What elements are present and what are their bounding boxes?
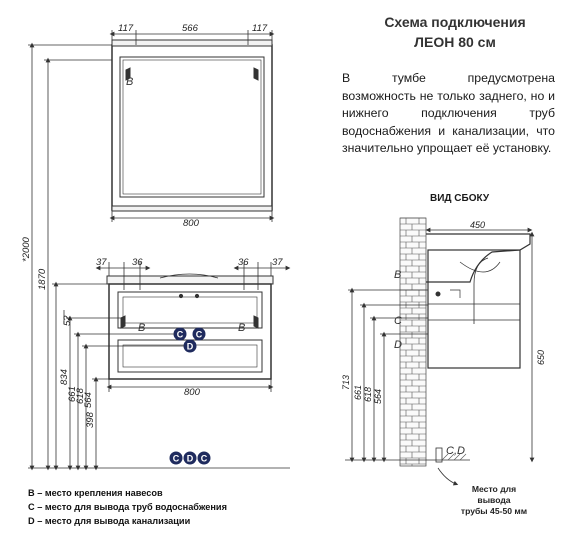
mirror-dim-right: 117 xyxy=(252,23,268,34)
height-834: 834 xyxy=(59,369,70,385)
side-marker-cd: C,D xyxy=(446,445,465,457)
brick-pattern xyxy=(400,217,426,466)
cabinet-hanger-right xyxy=(253,315,259,329)
mirror-dim-width: 800 xyxy=(183,218,200,229)
height-661: 661 xyxy=(67,386,78,402)
side-marker-c: C xyxy=(394,315,402,327)
height-564: 564 xyxy=(83,392,94,408)
mirror-dim-left: 117 xyxy=(118,23,134,34)
marker-c-left-label: C xyxy=(177,330,184,340)
cabinet-marker-b-right: B xyxy=(238,322,245,334)
side-marker-b: B xyxy=(394,269,401,281)
mirror-dim-center: 566 xyxy=(182,23,199,34)
cabinet-body xyxy=(108,283,272,380)
legend-b: B – место крепления навесов xyxy=(28,488,163,498)
washbasin-top xyxy=(106,275,274,285)
side-marker-d: D xyxy=(394,339,402,351)
mirror-inner-frame xyxy=(119,56,265,198)
cabinet-connection-markers: C C D xyxy=(173,327,206,353)
side-dim-564: 564 xyxy=(373,389,383,404)
floor-pipe-outlet xyxy=(435,447,459,486)
marker-c-right-label: C xyxy=(196,330,203,340)
floor-marker-c: C xyxy=(173,454,180,464)
side-height-dimensions xyxy=(348,227,535,463)
scheme-title: Схема подключения xyxy=(384,14,526,30)
note-line-3: трубы 45-50 мм xyxy=(460,506,528,516)
cabinet-dim-left-2: 36 xyxy=(132,257,143,268)
side-dim-450: 450 xyxy=(470,220,485,230)
fixing-hole-left xyxy=(178,293,184,299)
cabinet-side-view xyxy=(426,233,531,369)
mirror-bottom-cap xyxy=(111,205,273,212)
cabinet-width-dimension xyxy=(106,379,274,392)
side-view-title: ВИД СБОКУ xyxy=(430,193,490,204)
marker-c-left xyxy=(173,327,187,341)
mirror-hanger-left xyxy=(125,67,131,81)
siphon xyxy=(473,257,489,324)
floor-connection-markers: C D C xyxy=(169,451,211,465)
front-height-dimensions xyxy=(28,42,184,471)
side-dim-650: 650 xyxy=(536,350,546,365)
description-text: В тумбе предусмотрена возможность не тол… xyxy=(342,71,555,156)
upper-drawer xyxy=(117,291,263,329)
washbasin-bowl xyxy=(159,273,219,279)
mirror-glass xyxy=(122,59,262,195)
basin-bowl-side xyxy=(459,261,501,273)
height-618: 618 xyxy=(75,387,86,404)
dim-52: 52 xyxy=(62,315,73,326)
cabinet-dim-left-1: 37 xyxy=(96,257,107,268)
washbasin-side xyxy=(426,233,531,283)
cabinet-side-body xyxy=(427,249,521,369)
note-line-1: Место для xyxy=(471,484,517,494)
legend-d: D – место для вывода канализации xyxy=(28,516,191,526)
fixing-hole-right xyxy=(194,293,200,299)
mirror-top-dimension xyxy=(109,30,275,45)
height-398: 398 xyxy=(85,411,96,428)
mirror-hanger-right xyxy=(253,67,259,81)
mirror-front-view xyxy=(111,39,273,212)
side-dim-713: 713 xyxy=(341,375,351,390)
cabinet-dim-right-1: 36 xyxy=(238,257,249,268)
height-2000: *2000 xyxy=(21,236,32,262)
legend-c: C – место для вывода труб водоснабжения xyxy=(28,502,227,512)
upper-drawer-panel xyxy=(122,296,258,324)
height-1870: 1870 xyxy=(37,268,48,290)
side-dim-661: 661 xyxy=(353,385,363,400)
marker-d-center xyxy=(183,339,197,353)
note-line-2: вывода xyxy=(477,495,511,505)
floor-marker-d: D xyxy=(187,454,194,464)
marker-d-label: D xyxy=(187,342,194,352)
side-dim-618: 618 xyxy=(363,387,373,402)
marker-c-right xyxy=(192,327,206,341)
cabinet-front-view xyxy=(106,273,274,380)
cabinet-dim-width: 800 xyxy=(184,387,201,398)
cabinet-top-dimensions xyxy=(95,262,291,290)
cabinet-hanger-left xyxy=(120,315,126,329)
floor-hatch xyxy=(441,453,467,461)
mirror-width-dimension xyxy=(109,210,275,222)
brick-wall xyxy=(399,217,427,467)
cabinet-dim-right-2: 37 xyxy=(272,257,283,268)
scheme-subtitle: ЛЕОН 80 см xyxy=(414,34,496,50)
mirror-outer-frame xyxy=(111,44,273,211)
mirror-marker-b: B xyxy=(126,76,133,88)
cabinet-marker-b-left: B xyxy=(138,322,145,334)
floor-marker-c2: C xyxy=(201,454,208,464)
